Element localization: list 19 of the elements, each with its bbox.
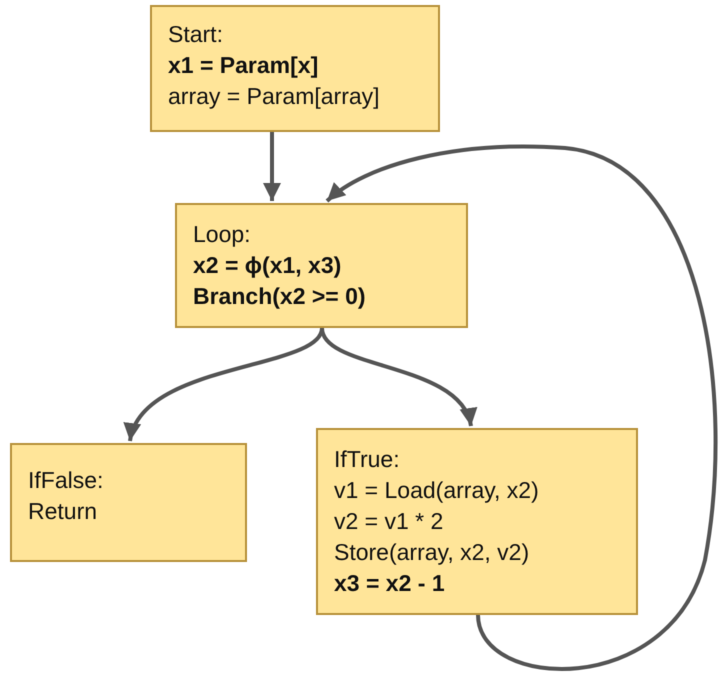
code-line: IfFalse:: [28, 466, 104, 495]
code-line: v2 = v1 * 2: [334, 507, 444, 536]
code-line: IfTrue:: [334, 445, 401, 474]
code-line: Loop:: [193, 220, 252, 249]
code-block-box: [150, 5, 440, 132]
arrow: [263, 132, 281, 201]
arrow: [326, 144, 718, 671]
code-line: x2 = ϕ(x1, x3): [193, 251, 342, 280]
code-line: x1 = Param[x]: [168, 51, 320, 80]
code-line: x3 = x2 - 1: [334, 569, 446, 598]
code-block-box: [10, 443, 247, 562]
code-line: array = Param[array]: [168, 82, 381, 111]
code-line: Branch(x2 >= 0): [193, 282, 367, 311]
code-line: Store(array, x2, v2): [334, 538, 530, 567]
code-block-box: [316, 428, 638, 615]
code-line: Return: [28, 497, 98, 526]
code-line: Start:: [168, 20, 224, 49]
code-block-box: [175, 203, 468, 328]
code-line: v1 = Load(array, x2): [334, 476, 540, 505]
